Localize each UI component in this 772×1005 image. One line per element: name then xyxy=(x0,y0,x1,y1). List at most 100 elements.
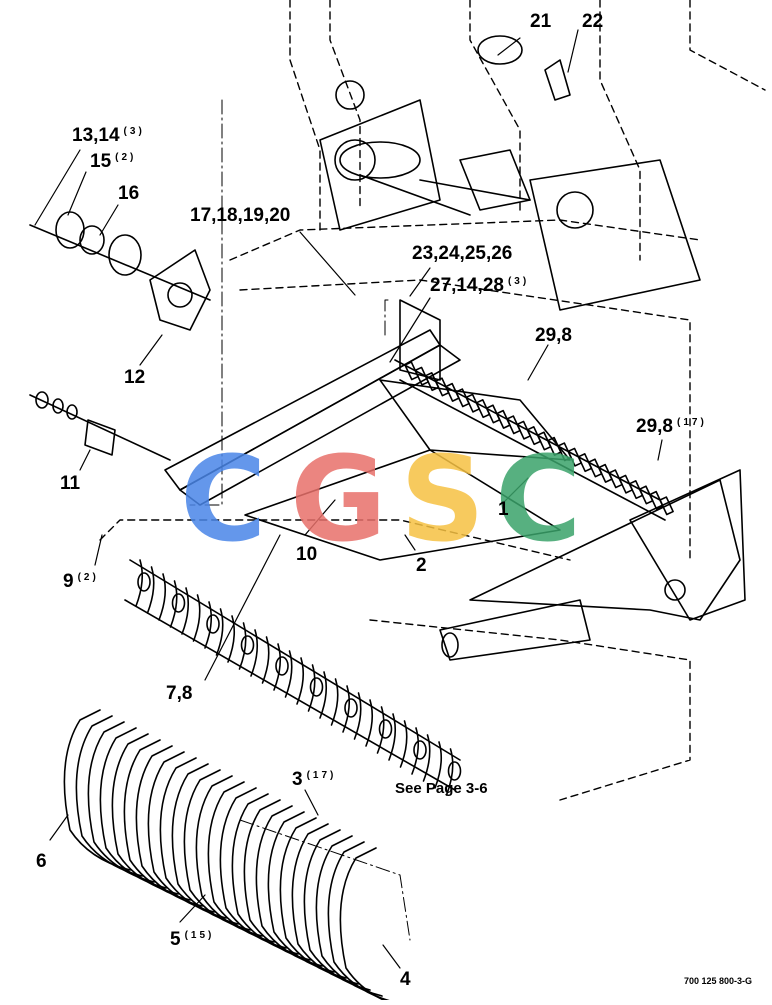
reel-tine xyxy=(148,567,154,613)
reel-tine xyxy=(447,749,453,795)
side-plate xyxy=(440,470,745,660)
reel-tine xyxy=(297,658,303,704)
stripper-segment xyxy=(640,486,653,503)
reel-tine xyxy=(286,651,292,697)
callout-12: 12 xyxy=(124,367,146,388)
reel-tine xyxy=(136,560,142,606)
wrapper-band xyxy=(196,776,262,936)
reel-tine xyxy=(355,693,361,739)
callout-29-8-a: 29,8 xyxy=(535,325,572,346)
wrapper-band xyxy=(268,812,334,972)
reel-tine xyxy=(263,637,269,683)
reel-tine xyxy=(159,574,165,620)
wrapper-band xyxy=(256,806,322,966)
reel-tine xyxy=(332,679,338,725)
reel-bearing xyxy=(207,615,219,633)
wrapper-band xyxy=(88,722,154,882)
wrapper-band xyxy=(244,800,310,960)
wrapper-band xyxy=(280,818,346,978)
watermark-letter-c: C xyxy=(180,430,267,568)
wrapper-band xyxy=(124,740,190,900)
stripper-segment xyxy=(578,454,591,471)
stripper-segment xyxy=(517,421,530,438)
stripper-segment xyxy=(650,492,663,509)
callout-2: 2 xyxy=(416,555,427,576)
wrapper-band xyxy=(220,788,286,948)
reel-tine xyxy=(435,742,441,788)
reel-tine xyxy=(228,616,234,662)
roller-shaft xyxy=(30,392,170,460)
stripper-segment xyxy=(599,465,612,482)
reel-tine xyxy=(412,728,418,774)
bearing-hardware xyxy=(30,212,210,330)
wrapper-band xyxy=(100,728,166,888)
stripper-segment xyxy=(538,432,551,449)
stripper-segment xyxy=(548,438,561,455)
callout-27-14-28: 27,14,28(3) xyxy=(430,275,530,296)
stripper-segment xyxy=(466,394,479,411)
pickup-reel xyxy=(125,560,461,795)
callout-7-8: 7,8 xyxy=(166,683,193,704)
wrapper-band xyxy=(184,770,250,930)
reel-tine xyxy=(320,672,326,718)
reel-bearing xyxy=(242,636,254,654)
stripper-segment xyxy=(436,378,449,395)
callout-16: 16 xyxy=(118,183,140,204)
callout-17-20: 17,18,19,20 xyxy=(190,205,291,226)
wrapper-band xyxy=(328,842,394,1000)
stripper-segment xyxy=(476,400,489,417)
reel-bearing xyxy=(345,699,357,717)
wrapper-band xyxy=(136,746,202,906)
callout-13-14: 13,14(3) xyxy=(72,125,145,146)
callout-4: 4 xyxy=(400,969,411,990)
callout-11: 11 xyxy=(60,473,81,494)
callout-10: 10 xyxy=(296,544,318,565)
baler-frame-outline xyxy=(100,0,765,800)
stripper-segment xyxy=(507,416,520,433)
reel-tine xyxy=(240,623,246,669)
reel-bearing xyxy=(276,657,288,675)
reel-tine xyxy=(182,588,188,634)
wrapper-band xyxy=(340,848,406,1000)
reel-bearing xyxy=(311,678,323,696)
reel-tine xyxy=(343,686,349,732)
wrapper-bands xyxy=(64,710,406,1000)
callout-5: 5(15) xyxy=(170,929,215,950)
wrapper-band xyxy=(292,824,358,984)
wrapper-band xyxy=(148,752,214,912)
stripper-segment xyxy=(609,470,622,487)
callout-21: 21 xyxy=(530,11,552,32)
stripper-segment xyxy=(619,475,632,492)
wrapper-band xyxy=(64,710,130,870)
callout-23-26: 23,24,25,26 xyxy=(412,243,513,264)
stripper-segment xyxy=(527,427,540,444)
wrapper-band xyxy=(232,794,298,954)
reel-tine xyxy=(194,595,200,641)
stripper-segment xyxy=(405,362,418,379)
watermark-letter-g: G xyxy=(290,430,387,568)
reel-bearing xyxy=(449,762,461,780)
drawing-number: 700 125 800-3-G xyxy=(684,976,753,986)
reel-tine xyxy=(217,609,223,655)
wrapper-band xyxy=(112,734,178,894)
see-page-note: See Page 3-6 xyxy=(395,780,488,797)
reel-bearing xyxy=(138,573,150,591)
watermark-letter-c2: C xyxy=(495,430,582,568)
wrapper-band xyxy=(160,758,226,918)
watermark-letter-s: S xyxy=(400,430,485,568)
reel-tine xyxy=(251,630,257,676)
callout-29-8-b: 29,8(17) xyxy=(636,416,707,437)
stripper-segment xyxy=(456,389,469,406)
reel-tine xyxy=(309,665,315,711)
stripper-segment xyxy=(568,448,581,465)
stripper-segment xyxy=(446,384,459,401)
reel-tine xyxy=(171,581,177,627)
wrapper-band xyxy=(208,782,274,942)
callout-22: 22 xyxy=(582,11,604,32)
stripper-segment xyxy=(415,367,428,384)
reel-bearing xyxy=(380,720,392,738)
stripper-segment xyxy=(558,443,571,460)
stripper-segment xyxy=(425,373,438,390)
